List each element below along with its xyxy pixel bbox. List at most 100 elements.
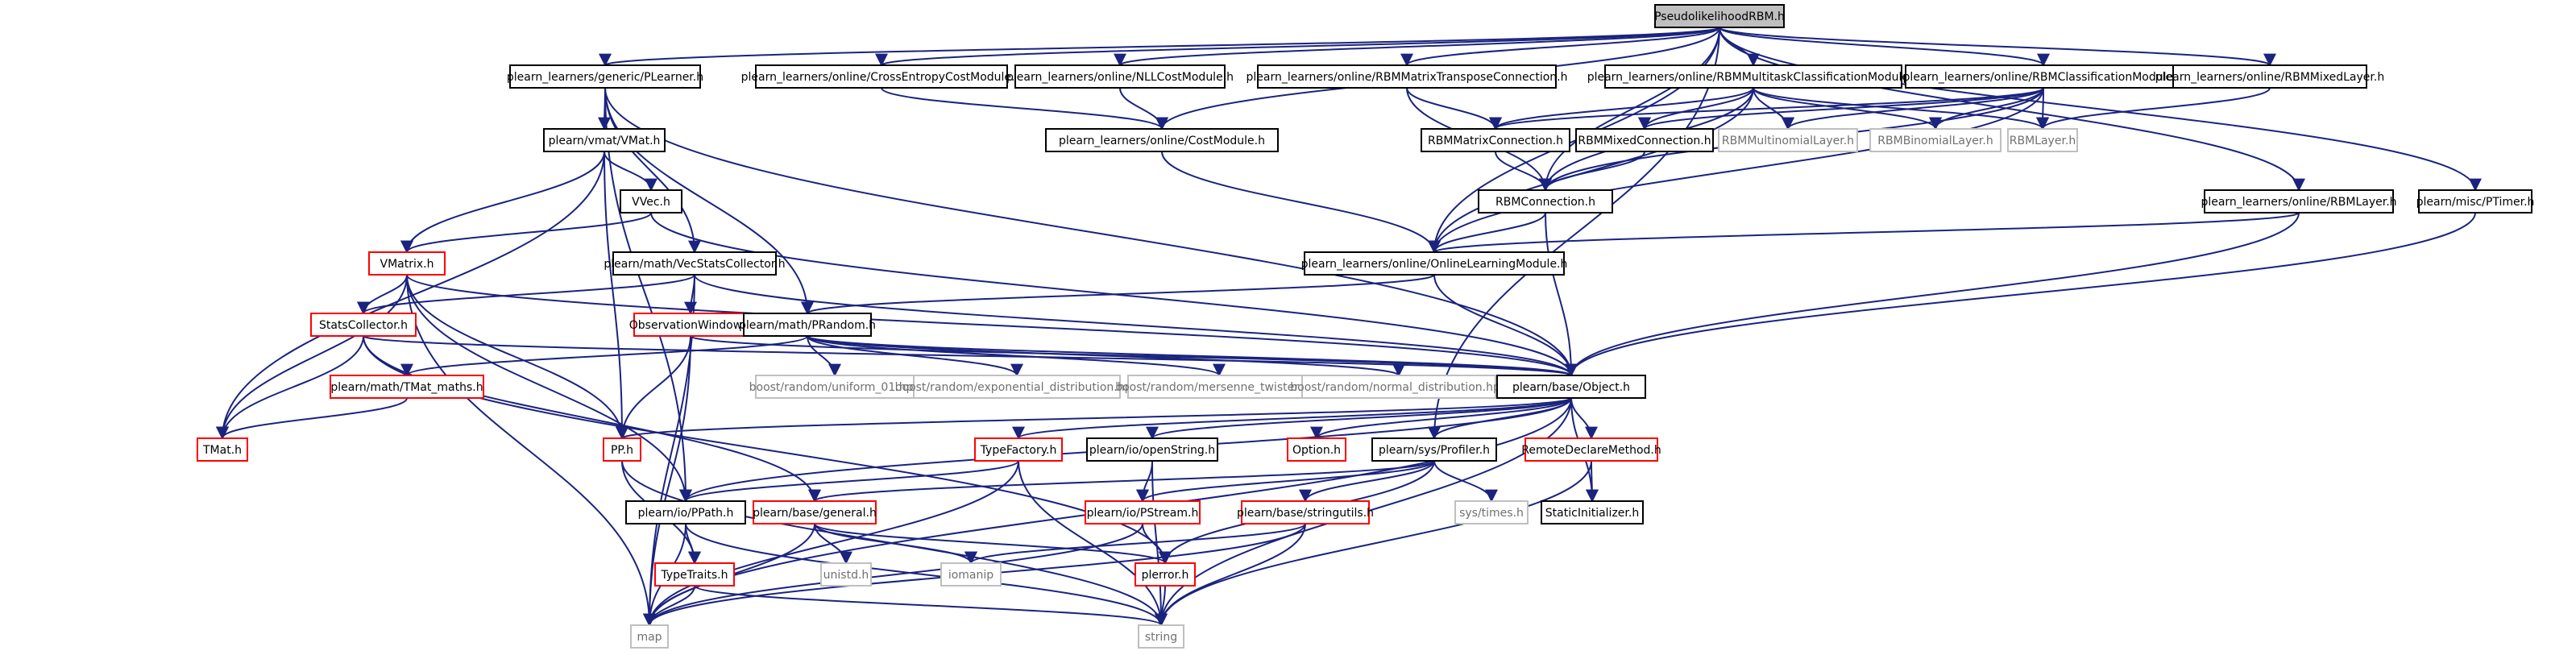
node-option[interactable]: Option.h xyxy=(1287,437,1346,462)
node-mersenne[interactable]: boost/random/mersenne_twister.hpp xyxy=(1115,375,1323,399)
node-rbmlayerfull[interactable]: plearn_learners/online/RBMLayer.h xyxy=(2201,189,2397,213)
node-pstream[interactable]: plearn/io/PStream.h xyxy=(1085,500,1201,524)
node-ptimer[interactable]: plearn/misc/PTimer.h xyxy=(2416,189,2535,213)
node-box-rbmmtcm[interactable] xyxy=(1604,64,1902,89)
node-box-ppath[interactable] xyxy=(625,500,746,524)
node-box-iomanip[interactable] xyxy=(940,562,1002,587)
node-box-obswin[interactable] xyxy=(633,313,748,337)
node-costmod[interactable]: plearn_learners/online/CostModule.h xyxy=(1045,128,1279,152)
node-box-pp[interactable] xyxy=(603,437,641,462)
node-staticinit[interactable]: StaticInitializer.h xyxy=(1541,500,1644,524)
node-box-ptimer[interactable] xyxy=(2418,189,2532,213)
node-box-expdist[interactable] xyxy=(913,375,1121,399)
node-box-rbmconn[interactable] xyxy=(1478,189,1613,213)
node-pp[interactable]: PP.h xyxy=(603,437,641,462)
node-general[interactable]: plearn/base/general.h xyxy=(753,500,877,524)
node-box-nllcm[interactable] xyxy=(1014,64,1226,89)
node-unistd[interactable]: unistd.h xyxy=(820,562,872,587)
node-rbmlayer[interactable]: RBMLayer.h xyxy=(2007,128,2078,152)
node-box-staticinit[interactable] xyxy=(1541,500,1644,524)
node-prandom[interactable]: plearn/math/PRandom.h xyxy=(739,313,876,337)
node-remotedecl[interactable]: RemoteDeclareMethod.h xyxy=(1521,437,1661,462)
node-box-rbmmixc[interactable] xyxy=(1575,128,1714,152)
node-box-rbmlayerfull[interactable] xyxy=(2204,189,2394,213)
node-box-general[interactable] xyxy=(753,500,877,524)
node-uniform[interactable]: boost/random/uniform_01.hpp xyxy=(749,375,921,399)
node-box-rbmlayer[interactable] xyxy=(2007,128,2078,152)
node-obswin[interactable]: ObservationWindow.h xyxy=(629,313,753,337)
node-rbmmtcm[interactable]: plearn_learners/online/RBMMultitaskClass… xyxy=(1587,64,1920,89)
node-expdist[interactable]: boost/random/exponential_distribution.hp… xyxy=(895,375,1139,399)
node-root[interactable]: PseudolikelihoodRBM.h xyxy=(1654,4,1785,28)
node-box-vmat[interactable] xyxy=(543,128,666,152)
node-box-perror[interactable] xyxy=(1135,562,1196,587)
node-box-unistd[interactable] xyxy=(820,562,872,587)
node-olm[interactable]: plearn_learners/online/OnlineLearningMod… xyxy=(1301,251,1568,276)
node-object[interactable]: plearn/base/Object.h xyxy=(1496,375,1646,399)
node-rbmmtc[interactable]: plearn_learners/online/RBMMatrixTranspos… xyxy=(1247,64,1568,89)
node-vmatrix[interactable]: VMatrix.h xyxy=(368,251,446,276)
node-rbmbinl[interactable]: RBMBinomialLayer.h xyxy=(1869,128,2001,152)
node-box-cecm[interactable] xyxy=(755,64,1008,89)
node-box-statscol[interactable] xyxy=(310,313,417,337)
node-box-map[interactable] xyxy=(630,624,669,649)
node-vsc[interactable]: plearn/math/VecStatsCollector.h xyxy=(604,251,786,276)
node-box-remotedecl[interactable] xyxy=(1524,437,1658,462)
node-box-rbmml[interactable] xyxy=(2172,64,2367,89)
node-box-pstream[interactable] xyxy=(1085,500,1201,524)
node-box-stringutils[interactable] xyxy=(1241,500,1370,524)
node-box-typetraits[interactable] xyxy=(654,562,735,587)
node-cecm[interactable]: plearn_learners/online/CrossEntropyCostM… xyxy=(741,64,1023,89)
node-vmat[interactable]: plearn/vmat/VMat.h xyxy=(543,128,666,152)
node-systimes[interactable]: sys/times.h xyxy=(1454,500,1529,524)
node-string[interactable]: string xyxy=(1138,624,1184,649)
node-map[interactable]: map xyxy=(630,624,669,649)
node-rbmcm[interactable]: plearn_learners/online/RBMClassification… xyxy=(1903,64,2184,89)
node-ppath[interactable]: plearn/io/PPath.h xyxy=(625,500,746,524)
node-nllcm[interactable]: plearn_learners/online/NLLCostModule.h xyxy=(1006,64,1234,89)
node-box-rbmmc[interactable] xyxy=(1421,128,1570,152)
node-box-rbmbinl[interactable] xyxy=(1869,128,2001,152)
node-profiler[interactable]: plearn/sys/Profiler.h xyxy=(1371,437,1497,462)
node-box-vmatrix[interactable] xyxy=(368,251,446,276)
node-box-rbmmtc[interactable] xyxy=(1257,64,1557,89)
node-box-plearner[interactable] xyxy=(509,64,701,89)
node-box-prandom[interactable] xyxy=(743,313,872,337)
node-box-vsc[interactable] xyxy=(612,251,777,276)
node-box-tmat[interactable] xyxy=(197,437,248,462)
node-typefactory[interactable]: TypeFactory.h xyxy=(974,437,1063,462)
node-box-openstring[interactable] xyxy=(1086,437,1218,462)
node-tmat[interactable]: TMat.h xyxy=(197,437,248,462)
node-box-option[interactable] xyxy=(1287,437,1346,462)
node-rbmml[interactable]: plearn_learners/online/RBMMixedLayer.h xyxy=(2155,64,2384,89)
node-rbmmixc[interactable]: RBMMixedConnection.h xyxy=(1575,128,1714,152)
node-rbmmultl[interactable]: RBMMultinomialLayer.h xyxy=(1718,128,1858,152)
node-box-tmatmaths[interactable] xyxy=(330,375,484,399)
node-plearner[interactable]: plearn_learners/generic/PLearner.h xyxy=(507,64,703,89)
edge-typefactory-to-string xyxy=(1018,460,1168,627)
node-typetraits[interactable]: TypeTraits.h xyxy=(654,562,735,587)
node-openstring[interactable]: plearn/io/openString.h xyxy=(1086,437,1218,462)
node-box-normaldist[interactable] xyxy=(1301,375,1496,399)
node-tmatmaths[interactable]: plearn/math/TMat_maths.h xyxy=(330,375,484,399)
node-box-olm[interactable] xyxy=(1304,251,1565,276)
node-normaldist[interactable]: boost/random/normal_distribution.hpp xyxy=(1290,375,1508,399)
node-perror[interactable]: plerror.h xyxy=(1135,562,1196,587)
node-iomanip[interactable]: iomanip xyxy=(940,562,1002,587)
node-vvec[interactable]: VVec.h xyxy=(620,189,682,213)
node-rbmconn[interactable]: RBMConnection.h xyxy=(1478,189,1613,213)
node-box-rbmmultl[interactable] xyxy=(1718,128,1858,152)
node-box-typefactory[interactable] xyxy=(974,437,1063,462)
node-statscol[interactable]: StatsCollector.h xyxy=(310,313,417,337)
node-box-object[interactable] xyxy=(1496,375,1646,399)
node-box-systimes[interactable] xyxy=(1454,500,1529,524)
node-box-profiler[interactable] xyxy=(1371,437,1497,462)
node-box-string[interactable] xyxy=(1138,624,1184,649)
node-box-root[interactable] xyxy=(1654,4,1785,28)
node-rbmmc[interactable]: RBMMatrixConnection.h xyxy=(1421,128,1570,152)
node-box-uniform[interactable] xyxy=(755,375,915,399)
node-box-vvec[interactable] xyxy=(620,189,682,213)
node-stringutils[interactable]: plearn/base/stringutils.h xyxy=(1237,500,1374,524)
node-box-costmod[interactable] xyxy=(1045,128,1279,152)
node-box-mersenne[interactable] xyxy=(1127,375,1311,399)
